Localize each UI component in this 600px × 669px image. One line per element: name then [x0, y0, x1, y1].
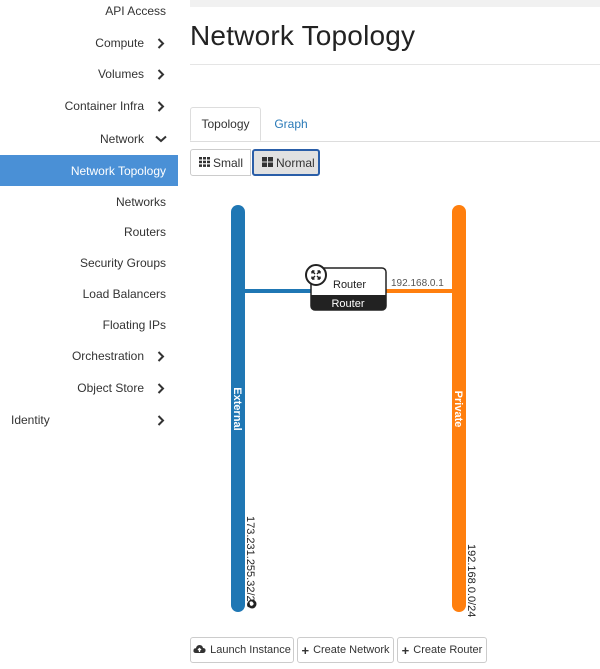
sidebar-item-label: Networks [115, 195, 166, 209]
sidebar-item-api-access[interactable]: API Access [0, 0, 178, 26]
cloud-upload-icon [193, 644, 206, 657]
sidebar-item-label: Volumes [97, 67, 144, 81]
sidebar-item-network-topology[interactable]: Network Topology [0, 155, 178, 186]
tab-bar: Topology Graph [190, 107, 600, 142]
sidebar-item-object-store[interactable]: Object Store [0, 373, 178, 403]
sidebar-item-label: Security Groups [79, 256, 166, 270]
private-network-cidr: 192.168.0.0/24 [465, 544, 477, 617]
plus-icon: + [401, 642, 410, 658]
create-network-label: Create Network [313, 644, 390, 656]
sidebar-item-orchestration[interactable]: Orchestration [0, 341, 178, 371]
sidebar-item-label: Floating IPs [102, 318, 166, 332]
sidebar-item-label: Identity [11, 413, 50, 427]
sidebar-item-volumes[interactable]: Volumes [0, 59, 178, 89]
small-view-label: Small [213, 155, 244, 170]
size-toggle: Small Normal [190, 149, 320, 176]
router-device[interactable]: Router Router [305, 264, 387, 311]
normal-view-label: Normal [276, 155, 315, 170]
sidebar-item-label: Network [99, 132, 144, 146]
top-strip [190, 0, 600, 7]
tab-topology[interactable]: Topology [190, 107, 261, 141]
external-network-label: External [231, 387, 243, 430]
chevron-right-icon [144, 350, 178, 362]
external-network-cidr: 173.231.255.32/28 [244, 516, 256, 608]
sidebar-item-label: Container Infra [64, 99, 144, 113]
sidebar-item-label: Compute [95, 36, 144, 50]
chevron-down-icon [144, 135, 178, 143]
tab-graph[interactable]: Graph [274, 117, 308, 131]
sidebar-item-floating-ips[interactable]: Floating IPs [0, 310, 178, 340]
plus-icon: + [301, 642, 310, 658]
private-network-label: Private [452, 391, 464, 428]
title-divider [190, 64, 600, 65]
grid-large-icon [262, 156, 273, 170]
grid-small-icon [199, 156, 210, 170]
chevron-right-icon [144, 382, 178, 394]
sidebar: API Access Compute Volumes Container Inf… [0, 0, 178, 669]
network-private[interactable]: Private [452, 205, 466, 612]
sidebar-item-security-groups[interactable]: Security Groups [0, 248, 178, 278]
sidebar-item-load-balancers[interactable]: Load Balancers [0, 279, 178, 309]
sidebar-item-routers[interactable]: Routers [0, 217, 178, 247]
router-label: Router [331, 298, 364, 310]
chevron-right-icon [144, 37, 178, 49]
sidebar-item-identity[interactable]: Identity [0, 405, 178, 435]
router-icon [305, 264, 327, 286]
launch-instance-button[interactable]: Launch Instance [190, 637, 294, 663]
chevron-right-icon [144, 68, 178, 80]
create-router-button[interactable]: + Create Router [397, 637, 487, 663]
launch-instance-label: Launch Instance [210, 644, 291, 656]
sidebar-item-network[interactable]: Network [0, 124, 178, 154]
external-network-bar [231, 205, 245, 612]
normal-view-button[interactable]: Normal [252, 149, 320, 176]
sidebar-item-label: API Access [105, 4, 166, 18]
router-private-ip: 192.168.0.1 [391, 278, 444, 289]
sidebar-item-label: Load Balancers [82, 287, 166, 301]
page-title: Network Topology [190, 20, 416, 51]
private-network-bar [452, 205, 466, 612]
sidebar-item-label: Object Store [77, 381, 144, 395]
chevron-right-icon [144, 414, 178, 426]
create-network-button[interactable]: + Create Network [297, 637, 394, 663]
sidebar-item-label: Orchestration [71, 349, 144, 363]
globe-icon [247, 599, 257, 609]
topology-canvas: External 173.231.255.32/28 Private 192.1… [231, 205, 477, 617]
create-router-label: Create Router [413, 644, 483, 656]
sidebar-item-networks[interactable]: Networks [0, 187, 178, 217]
sidebar-item-compute[interactable]: Compute [0, 28, 178, 58]
sidebar-item-label: Network Topology [70, 163, 166, 178]
router-name: Router [333, 279, 366, 291]
sidebar-item-label: Routers [123, 225, 166, 239]
small-view-button[interactable]: Small [190, 149, 251, 176]
chevron-right-icon [144, 100, 178, 112]
sidebar-item-container-infra[interactable]: Container Infra [0, 91, 178, 121]
network-external[interactable]: External [231, 205, 245, 612]
